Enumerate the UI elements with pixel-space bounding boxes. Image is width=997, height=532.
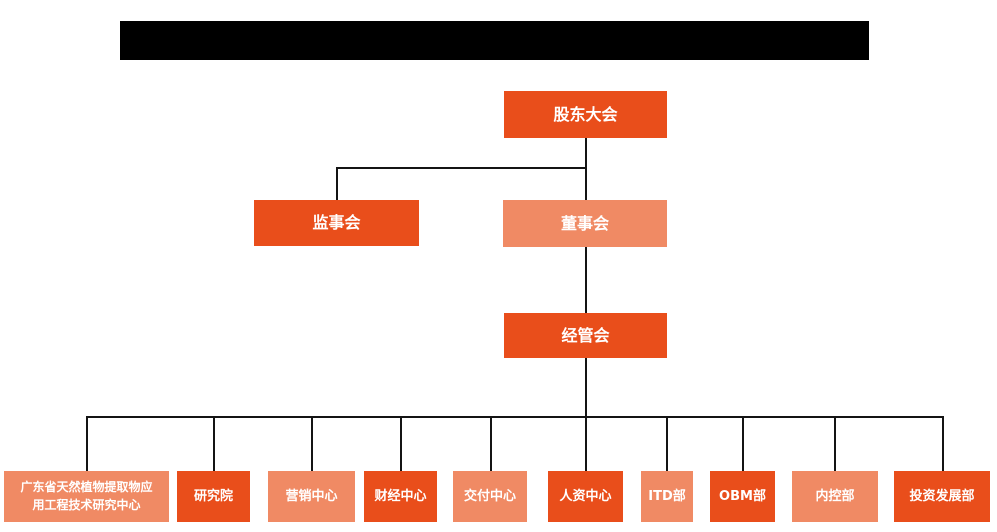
connector-drop-3 (311, 417, 313, 471)
node-internal-control-department: 内控部 (792, 471, 878, 522)
node-delivery-center: 交付中心 (453, 471, 527, 522)
connector-management-stem (585, 358, 587, 417)
connector-board-to-management (585, 247, 587, 313)
node-itd-department: ITD部 (641, 471, 693, 522)
connector-supervisory-drop (336, 167, 338, 200)
node-investment-development-department: 投资发展部 (894, 471, 990, 522)
node-research-center: 广东省天然植物提取物应用工程技术研究中心 (4, 471, 169, 522)
connector-drop-7 (666, 417, 668, 471)
connector-drop-5 (490, 417, 492, 471)
connector-drop-10 (942, 417, 944, 471)
node-obm-department: OBM部 (710, 471, 775, 522)
node-board-of-directors: 董事会 (503, 200, 667, 247)
connector-drop-8 (742, 417, 744, 471)
connector-branch-horizontal (336, 167, 587, 169)
node-research-institute: 研究院 (177, 471, 250, 522)
connector-drop-1 (86, 417, 88, 471)
node-hr-center: 人资中心 (548, 471, 623, 522)
redacted-title-bar (120, 21, 869, 60)
node-supervisory-board: 监事会 (254, 200, 419, 246)
node-finance-center: 财经中心 (364, 471, 437, 522)
connector-departments-horizontal (86, 416, 944, 418)
connector-drop-9 (834, 417, 836, 471)
connector-drop-2 (213, 417, 215, 471)
node-shareholders-meeting: 股东大会 (504, 91, 667, 138)
connector-root-stem (585, 138, 587, 200)
node-management-committee: 经管会 (504, 313, 667, 358)
connector-drop-6 (585, 417, 587, 471)
node-marketing-center: 营销中心 (268, 471, 355, 522)
connector-drop-4 (400, 417, 402, 471)
